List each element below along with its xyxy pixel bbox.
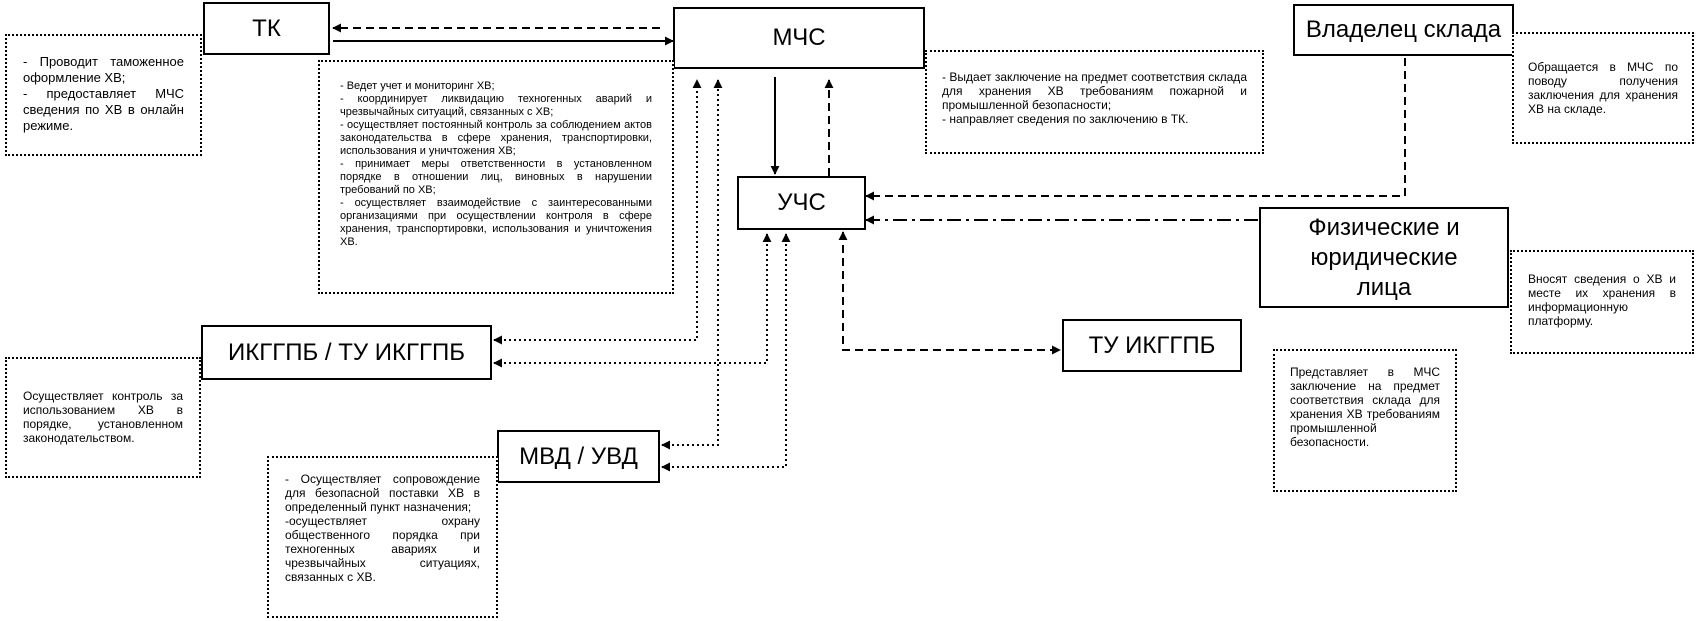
note-mvd-item: -осуществляет охрану общественного поряд… bbox=[285, 514, 480, 584]
note-mvd: - Осуществляет сопровождение для безопас… bbox=[267, 456, 498, 618]
node-uchs: УЧС bbox=[737, 176, 866, 230]
node-warehouse-owner: Владелец склада bbox=[1293, 4, 1514, 56]
note-tu-ikggpb: Представляет в МЧС заключение на предмет… bbox=[1273, 349, 1457, 492]
note-tk-item: - предоставляет МЧС сведения по ХВ в онл… bbox=[23, 86, 184, 133]
note-warehouse-owner: Обращается в МЧС по поводу получения зак… bbox=[1512, 32, 1694, 144]
note-mchs-duty-item: - осуществляет постоянный контроль за со… bbox=[340, 119, 652, 157]
note-tu-ikggpb-text: Представляет в МЧС заключение на предмет… bbox=[1290, 365, 1440, 449]
note-mchs-conclusion: - Выдает заключение на предмет соответст… bbox=[925, 50, 1264, 154]
node-mvd-label: МВД / УВД bbox=[519, 442, 638, 470]
node-persons-label: Физические и юридические лица bbox=[1308, 213, 1460, 301]
node-mchs-label: МЧС bbox=[772, 24, 826, 51]
arrow-owner-to-uchs bbox=[865, 58, 1406, 201]
node-mchs: МЧС bbox=[673, 7, 925, 69]
note-tk: - Проводит таможенное оформление ХВ; - п… bbox=[5, 34, 202, 156]
node-owner-label: Владелец склада bbox=[1305, 16, 1502, 43]
note-mchs-duty-item: - осуществляет взаимодействие с заинтере… bbox=[340, 197, 652, 248]
node-tk-label: ТК bbox=[252, 14, 281, 42]
arrow-uchs-to-tu-ikggpb bbox=[838, 231, 1061, 355]
node-persons: Физические и юридические лица bbox=[1259, 207, 1509, 308]
note-mchs-conclusion-item: - Выдает заключение на предмет соответст… bbox=[942, 70, 1247, 112]
node-tu-ikggpb: ТУ ИКГГПБ bbox=[1062, 319, 1242, 372]
node-mvd: МВД / УВД bbox=[497, 430, 660, 483]
note-mchs-duty-item: - принимает меры ответственности в устан… bbox=[340, 158, 652, 196]
note-tk-item: - Проводит таможенное оформление ХВ; bbox=[23, 54, 184, 85]
note-ikggpb-text: Осуществляет контроль за использованием … bbox=[23, 389, 183, 445]
note-persons-text: Вносят сведения о ХВ и месте их хранения… bbox=[1528, 272, 1676, 328]
note-mchs-conclusion-item: - направляет сведения по заключению в ТК… bbox=[942, 112, 1189, 126]
arrow-mvd-to-uchs bbox=[661, 233, 791, 472]
note-persons: Вносят сведения о ХВ и месте их хранения… bbox=[1510, 250, 1694, 354]
node-uchs-label: УЧС bbox=[777, 189, 826, 216]
arrow-ikggpb-to-uchs bbox=[493, 233, 772, 368]
note-mchs-duty-item: - Ведет учет и мониторинг ХВ; bbox=[340, 80, 495, 92]
node-ikggpb-label: ИКГГПБ / ТУ ИКГГПБ bbox=[227, 338, 466, 366]
node-tu-ikggpb-label: ТУ ИКГГПБ bbox=[1088, 331, 1216, 359]
note-mvd-item: - Осуществляет сопровождение для безопас… bbox=[285, 472, 480, 514]
note-ikggpb: Осуществляет контроль за использованием … bbox=[5, 357, 201, 478]
note-owner-text: Обращается в МЧС по поводу получения зак… bbox=[1528, 60, 1678, 116]
note-mchs-duties: - Ведет учет и мониторинг ХВ; - координи… bbox=[318, 60, 674, 294]
node-ikggpb: ИКГГПБ / ТУ ИКГГПБ bbox=[201, 325, 492, 380]
node-tk: ТК bbox=[203, 2, 330, 55]
note-mchs-duty-item: - координирует ликвидацию техногенных ав… bbox=[340, 93, 652, 118]
